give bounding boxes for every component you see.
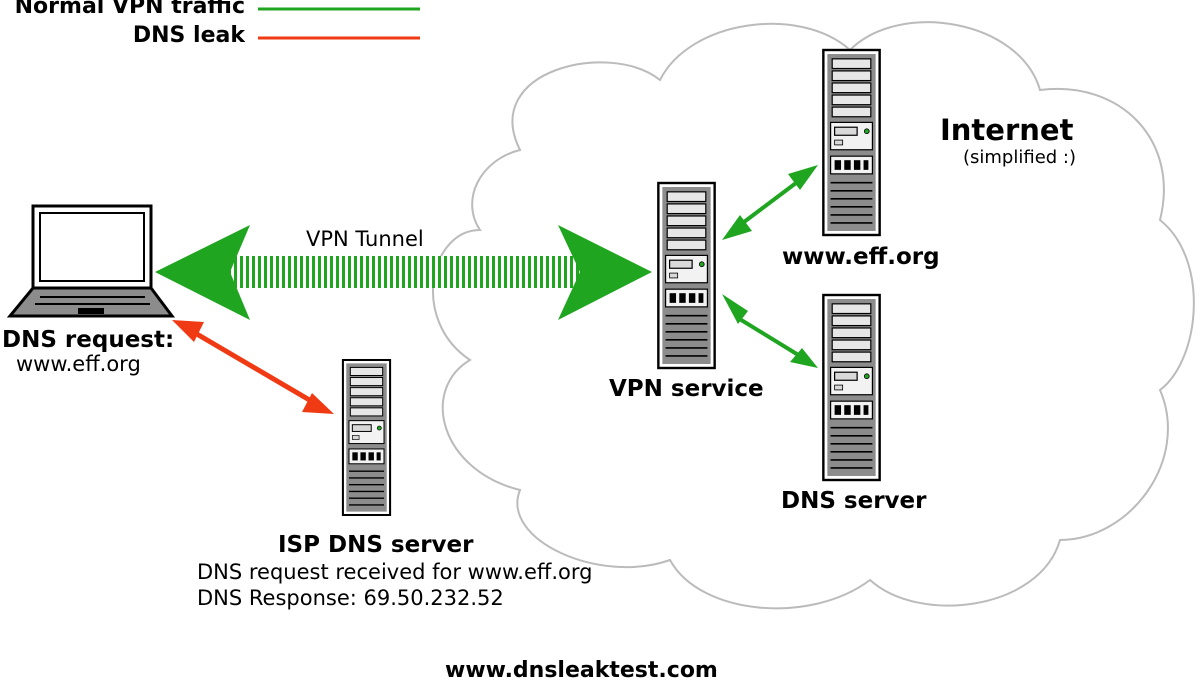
arrow-vpn-to-dns [722, 294, 818, 368]
vpn-tunnel-arrow [155, 225, 652, 320]
dns-leak-arrow [172, 320, 334, 414]
laptop-label-line1: DNS request: [2, 327, 175, 353]
isp-dns-title: ISP DNS server [278, 532, 474, 558]
laptop-icon [6, 204, 175, 318]
legend-normal-label: Normal VPN traffic [14, 0, 245, 19]
internet-cloud [432, 21, 1195, 610]
laptop-label-line2: www.eff.org [16, 352, 141, 376]
dns-server-label: DNS server [781, 488, 927, 514]
isp-dns-server-icon [341, 358, 392, 517]
internet-subtitle: (simplified :) [963, 147, 1077, 168]
vpn-service-label: VPN service [609, 376, 764, 402]
eff-server-icon [821, 48, 882, 237]
isp-dns-line2: DNS Response: 69.50.232.52 [197, 586, 504, 610]
footer-url: www.dnsleaktest.com [445, 658, 718, 683]
isp-dns-line1: DNS request received for www.eff.org [197, 560, 593, 584]
vpn-service-server-icon [656, 181, 717, 370]
arrow-vpn-to-eff [722, 165, 818, 240]
tunnel-label: VPN Tunnel [306, 227, 424, 251]
legend-leak-label: DNS leak [132, 23, 245, 48]
eff-server-label: www.eff.org [782, 244, 940, 270]
internet-title: Internet [940, 113, 1074, 147]
dns-server-icon [821, 293, 882, 482]
